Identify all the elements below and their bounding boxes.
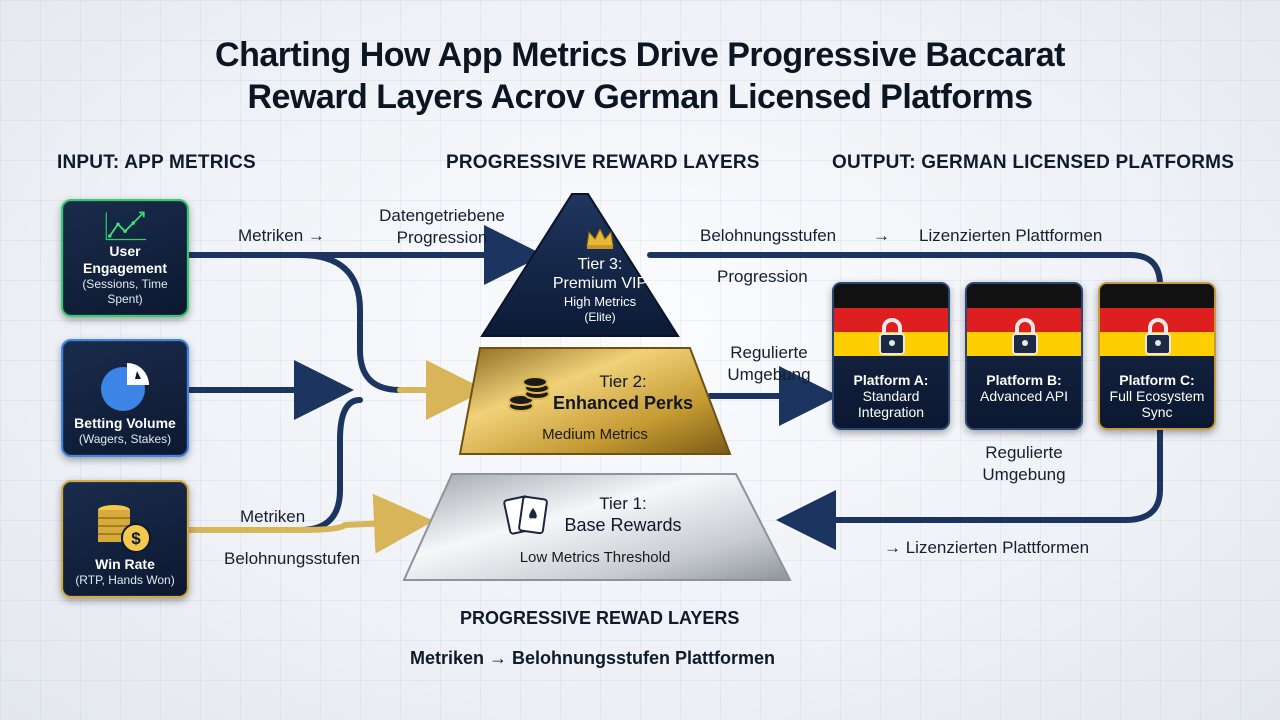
connector-winrate-tier1	[187, 493, 434, 554]
line-chart-icon	[105, 211, 147, 241]
input-subtitle: (RTP, Hands Won)	[75, 573, 175, 587]
tier3-title: Tier 3:	[577, 256, 623, 273]
footer-caption: Metriken → Belohnungsstufen Plattformen	[410, 648, 776, 668]
tier3-label: Tier 3: Premium VIP High Metrics (Elite)	[520, 226, 680, 325]
input-subtitle: (Wagers, Stakes)	[78, 432, 172, 446]
input-subtitle: (Sessions, Time Spent)	[82, 277, 168, 306]
label-progression: Progression	[717, 267, 808, 286]
platform-line-2: Integration	[857, 404, 925, 420]
tier1-desc: Low Metrics Threshold	[519, 549, 671, 566]
label-regulierte-umgebung: Regulierte Umgebung	[714, 342, 824, 386]
cards-icon	[503, 492, 555, 538]
platform-line-1: Advanced API	[980, 388, 1068, 404]
label-lizenzierten-top: Lizenzierten Plattformen	[919, 226, 1103, 245]
platform-line-1: Full Ecosystem	[1109, 388, 1205, 404]
platform-line-2: Sync	[1141, 404, 1173, 420]
label-belohnungsstufen-bottom: Belohnungsstufen	[224, 549, 361, 568]
svg-text:$: $	[131, 529, 141, 548]
tier2-title: Tier 2:	[599, 372, 647, 391]
label-arrow-top: →	[873, 226, 890, 245]
tier2-desc: Medium Metrics	[542, 426, 648, 443]
lock-icon	[1145, 318, 1171, 355]
footer-heading: PROGRESSIVE REWAD LAYERS	[460, 608, 740, 628]
input-card-user-engagement[interactable]: User Engagement (Sessions, Time Spent)	[61, 199, 189, 317]
tier2-shape	[458, 347, 732, 455]
platform-card-c[interactable]: Platform C: Full Ecosystem Sync	[1098, 282, 1216, 430]
label-metriken-bottom: Metriken	[240, 507, 306, 526]
lock-icon	[879, 318, 905, 355]
label-regulierte-umgebung-bottom: Regulierte Umgebung	[964, 442, 1084, 486]
layers-column-heading: PROGRESSIVE REWARD LAYERS	[446, 152, 760, 173]
input-title: Betting Volume	[74, 415, 176, 431]
tier2-label: Tier 2: Enhanced Perks	[548, 372, 698, 414]
tier3-name: Premium VIP	[552, 275, 648, 292]
tier3-desc-1: High Metrics	[563, 294, 637, 309]
title-line-1: Charting How App Metrics Drive Progressi…	[215, 36, 1065, 74]
label-belohnungsstufen-top: Belohnungsstufen	[700, 226, 837, 245]
tier1-title: Tier 1:	[599, 494, 647, 513]
page-title: Charting How App Metrics Drive Progressi…	[90, 34, 1190, 118]
lock-icon	[1012, 318, 1038, 355]
label-regulierte-2: Umgebung	[727, 365, 811, 384]
crown-icon	[586, 227, 614, 249]
reward-pyramid	[402, 193, 792, 581]
output-column-heading: OUTPUT: GERMAN LICENSED PLATFORMS	[832, 152, 1235, 173]
input-column-heading: INPUT: APP METRICS	[57, 152, 256, 173]
tier2-name: Enhanced Perks	[552, 393, 694, 413]
connector-engagement-tier2	[297, 252, 458, 393]
connector-platforms-tier1	[776, 427, 1163, 550]
platform-card-a[interactable]: Platform A: Standard Integration	[832, 282, 950, 430]
platform-card-b[interactable]: Platform B: Advanced API	[965, 282, 1083, 430]
connector-tier3-platforms	[647, 252, 1163, 288]
label-datengetriebene-2: Progression	[396, 228, 488, 247]
pie-chart-icon	[101, 363, 149, 411]
input-card-betting-volume[interactable]: Betting Volume (Wagers, Stakes)	[61, 339, 189, 457]
label-regulierte-1: Regulierte	[730, 343, 808, 362]
label-datengetriebene: Datengetriebene Progression	[362, 205, 522, 249]
input-title: User Engagement	[82, 243, 167, 276]
tier1-label: Tier 1: Base Rewards	[548, 494, 698, 536]
label-regulierte-b1: Regulierte	[985, 443, 1063, 462]
label-lizenzierten-bottom: → Lizenzierten Plattformen	[884, 538, 1090, 557]
input-card-win-rate[interactable]: $ Win Rate (RTP, Hands Won)	[61, 480, 189, 598]
title-line-2: Reward Layers Acrov German Licensed Plat…	[247, 78, 1034, 116]
input-title: Win Rate	[95, 556, 155, 572]
label-datengetriebene-1: Datengetriebene	[379, 206, 505, 225]
tier3-desc-2: (Elite)	[584, 310, 616, 324]
tier1-shape	[402, 473, 792, 581]
tier1-name: Base Rewards	[564, 515, 682, 535]
label-metriken-top: Metriken →	[238, 226, 325, 245]
label-regulierte-b2: Umgebung	[982, 465, 1066, 484]
platform-title: Platform C:	[1119, 372, 1195, 388]
platform-title: Platform A:	[853, 372, 929, 388]
platform-line-1: Standard	[862, 388, 920, 404]
platform-title: Platform B:	[986, 372, 1062, 388]
chips-icon	[505, 370, 555, 420]
coins-icon: $	[98, 505, 151, 553]
tier3-shape	[480, 193, 680, 337]
